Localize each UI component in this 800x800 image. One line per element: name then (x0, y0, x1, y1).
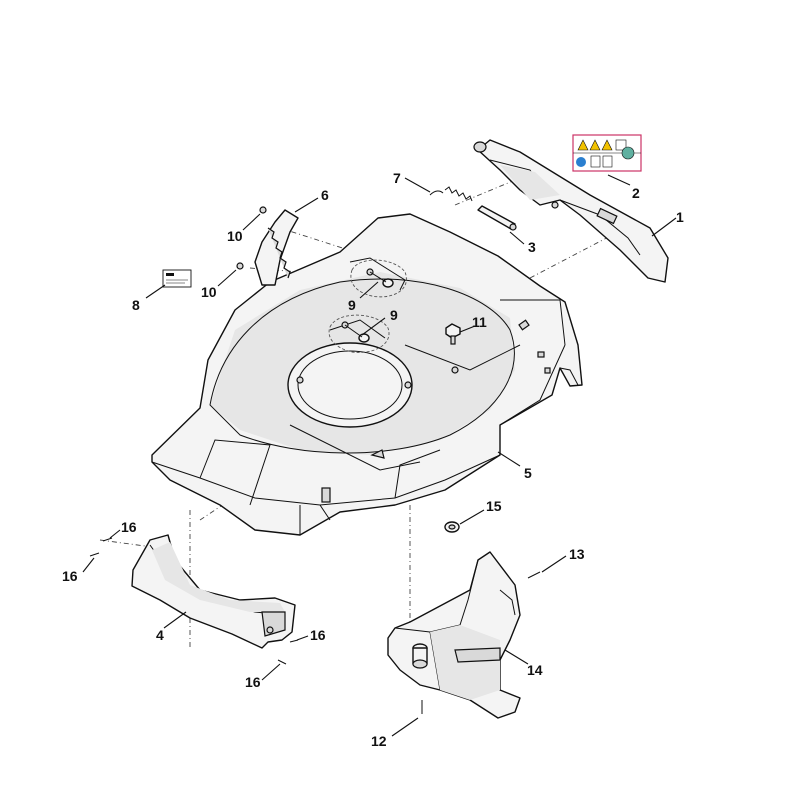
leader-lines (82, 174, 677, 737)
callout-13: 13 (569, 546, 585, 562)
callout-9-lower: 9 (390, 307, 398, 323)
callout-16-c: 16 (310, 627, 326, 643)
screw-part-16-c (289, 639, 299, 643)
screw-part-16-b (89, 552, 100, 557)
nut-part-15 (444, 521, 460, 533)
spring-part-7 (429, 186, 473, 202)
callout-7: 7 (393, 170, 401, 186)
safety-warning-label-icon (572, 134, 642, 172)
axle-bolt-part-9-upper (350, 259, 407, 298)
callout-2: 2 (632, 185, 640, 201)
bolt-part-11 (445, 323, 461, 345)
height-adjuster-part-6 (254, 209, 299, 286)
callout-10-upper: 10 (227, 228, 243, 244)
callout-8: 8 (132, 297, 140, 313)
mower-deck-part-5 (151, 213, 583, 536)
callout-1: 1 (676, 209, 684, 225)
callout-11: 11 (472, 314, 487, 330)
callout-10-lower: 10 (201, 284, 217, 300)
callout-5: 5 (524, 465, 532, 481)
axle-bolt-part-9-lower (328, 314, 390, 353)
nut-part-10-lower (236, 262, 244, 270)
callout-14: 14 (527, 662, 543, 678)
pin-part-3 (477, 205, 517, 231)
screw-part-16-d (277, 659, 287, 665)
screw-part-13 (527, 571, 541, 579)
callout-12: 12 (371, 733, 387, 749)
rear-cover-part-1 (473, 139, 669, 283)
callout-4: 4 (156, 627, 164, 643)
front-cover-part-4 (131, 534, 296, 649)
callout-labels: 1 2 3 4 5 6 7 8 9 9 10 10 11 12 13 14 15… (62, 170, 684, 749)
callout-3: 3 (528, 239, 536, 255)
callout-16-d: 16 (245, 674, 261, 690)
callout-16-b: 16 (62, 568, 78, 584)
callout-9-upper: 9 (348, 297, 356, 313)
callout-6: 6 (321, 187, 329, 203)
side-deflector-part-14 (387, 551, 521, 719)
nut-part-10-upper (259, 206, 267, 214)
callout-15: 15 (486, 498, 502, 514)
screw-part-16-a (102, 537, 113, 542)
product-label-icon (162, 269, 192, 288)
callout-16-a: 16 (121, 519, 137, 535)
